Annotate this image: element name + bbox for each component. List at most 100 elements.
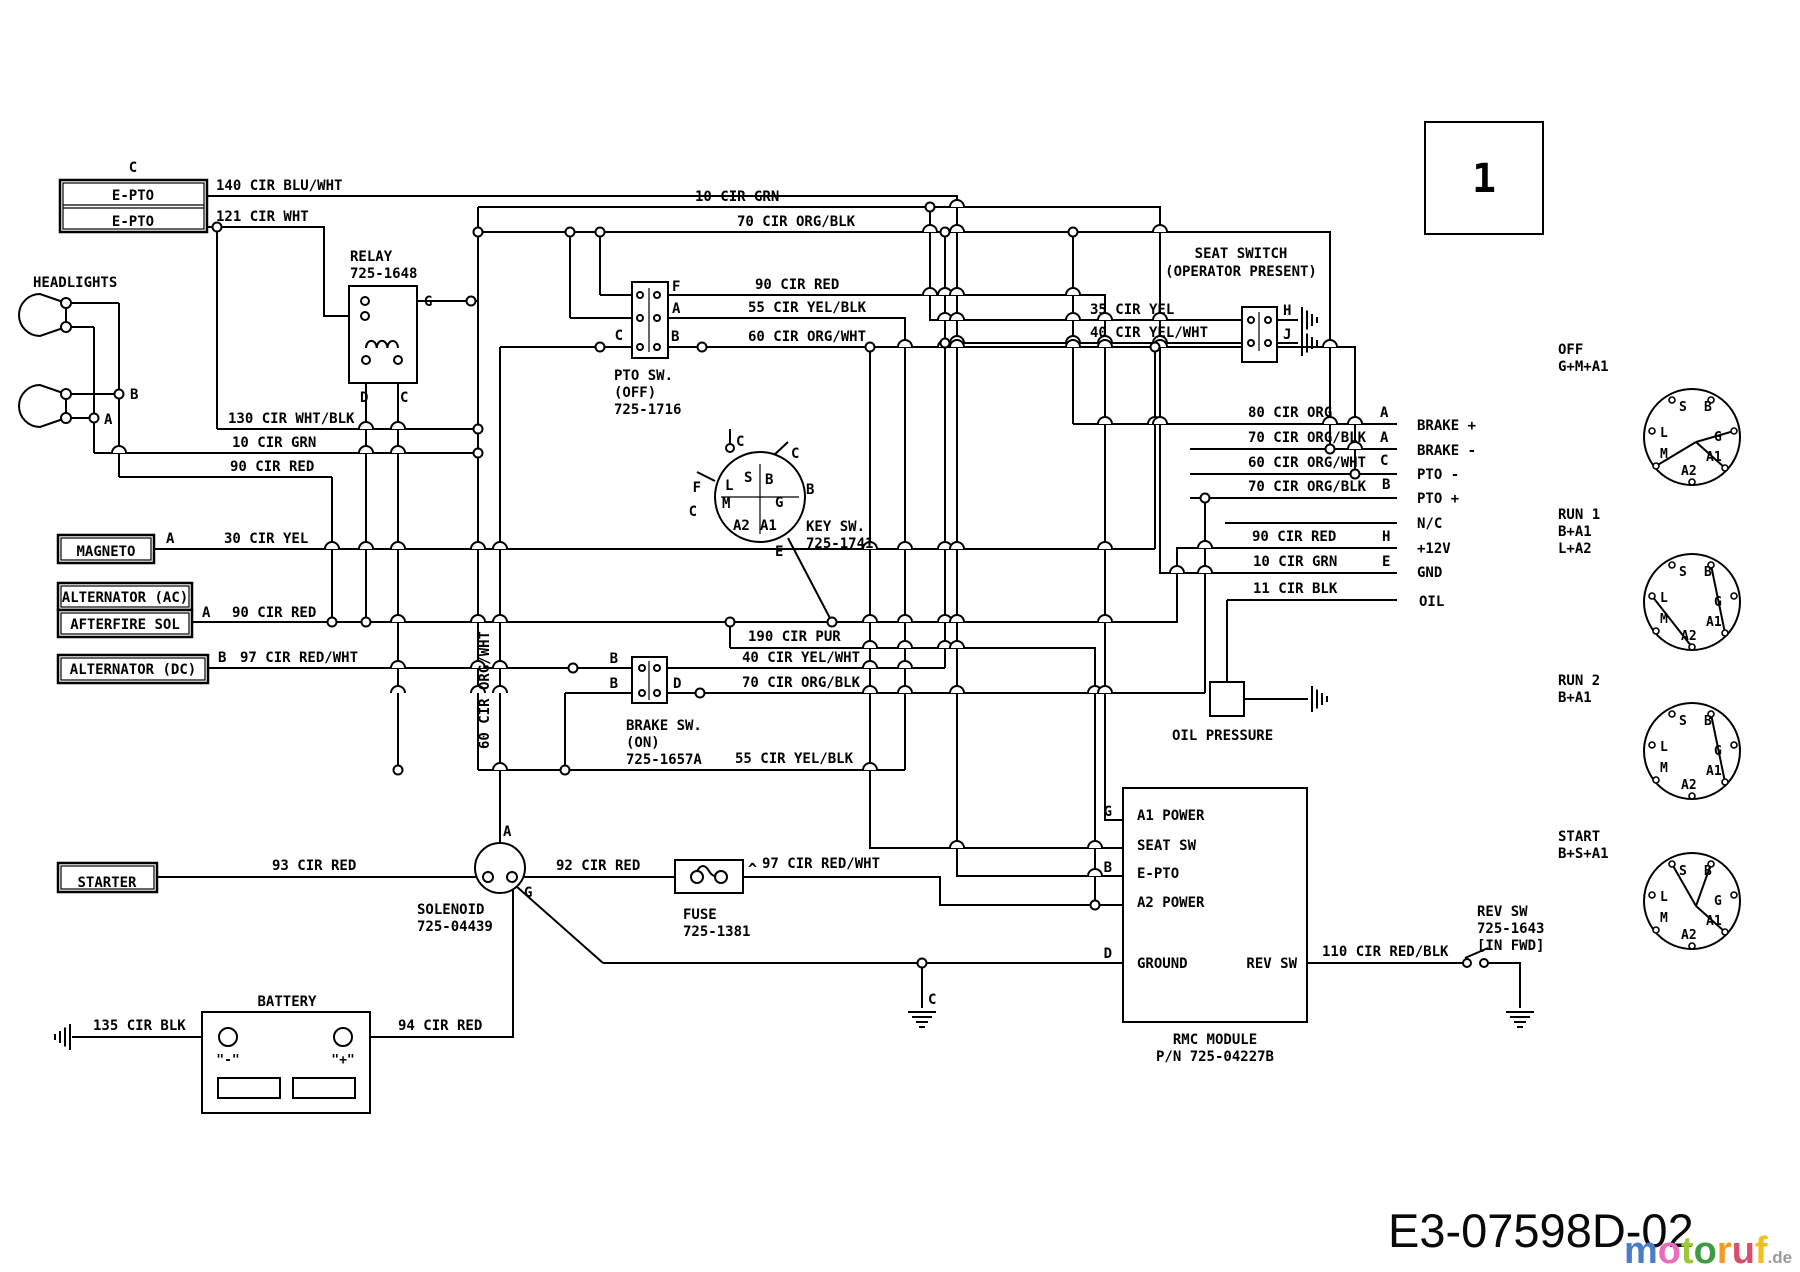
hop-arc (1065, 312, 1081, 321)
terminal (60, 321, 72, 333)
key-terminal-dot (1668, 710, 1676, 718)
junction (916, 957, 928, 969)
hop-arc (1097, 614, 1113, 623)
hop-arc (1347, 416, 1363, 425)
label: B (1104, 860, 1112, 876)
label: 725-1643 (1477, 921, 1544, 937)
hop-arc (1087, 840, 1103, 849)
junction (211, 221, 223, 233)
label: J (1283, 327, 1291, 343)
label: A (503, 824, 512, 840)
label: 55 CIR YEL/BLK (748, 300, 867, 316)
label: "-" (216, 1053, 239, 1068)
key-position-link (1695, 430, 1735, 443)
label: C (791, 446, 799, 462)
hop-arc (1197, 540, 1213, 549)
terminal (60, 297, 72, 309)
hop-arc (1169, 565, 1185, 574)
key-terminal-dot (1668, 396, 1676, 404)
wire (660, 294, 1123, 821)
label: 97 CIR RED/WHT (240, 650, 358, 666)
label: 55 CIR YEL/BLK (735, 751, 854, 767)
terminal (60, 412, 72, 424)
hop-arc (862, 614, 878, 623)
hop-arc (949, 541, 965, 550)
key-terminal-dot (1652, 462, 1660, 470)
label: SOLENOID (417, 902, 484, 918)
junction (88, 412, 100, 424)
label: RUN 1 (1558, 507, 1600, 523)
label: RMC MODULE (1173, 1032, 1257, 1048)
hop-arc (949, 685, 965, 694)
label: B (671, 329, 679, 345)
hop-arc (390, 660, 406, 669)
epto-box-inner (62, 182, 205, 230)
label: GND (1417, 565, 1442, 581)
label: 725-1657A (626, 752, 702, 768)
label: PTO - (1417, 467, 1459, 483)
junction (1324, 443, 1336, 455)
wire (730, 647, 1096, 905)
label: E (1382, 554, 1390, 570)
key-terminal-dot (1668, 860, 1676, 868)
hop-arc (390, 685, 406, 694)
label: E-PTO (112, 214, 154, 230)
label: 80 CIR ORG (1248, 405, 1332, 421)
terminal (1247, 316, 1255, 324)
junction (1067, 226, 1079, 238)
label: 30 CIR YEL (224, 531, 308, 547)
label: L+A2 (1558, 541, 1592, 557)
key-terminal-dot (1688, 478, 1696, 486)
key-terminal-label: B (1704, 400, 1712, 415)
junction (472, 423, 484, 435)
label: KEY SW. (806, 519, 865, 535)
key-terminal-label: L (1660, 426, 1668, 441)
label: 60 CIR ORG/WHT (477, 631, 493, 749)
wire (743, 876, 1123, 906)
label: 35 CIR YEL (1090, 302, 1174, 318)
key-terminal-label: B (1704, 714, 1712, 729)
junction (939, 337, 951, 349)
hop-arc (949, 840, 965, 849)
junction (360, 616, 372, 628)
label: 11 CIR BLK (1253, 581, 1338, 597)
label: A2 (733, 518, 750, 534)
hop-arc (492, 762, 508, 771)
label: H (1382, 529, 1390, 545)
junction (326, 616, 338, 628)
hop-arc (1322, 339, 1338, 348)
label: B (130, 387, 138, 403)
label: SEAT SW (1137, 838, 1197, 854)
wire (660, 346, 1356, 474)
label: SEAT SWITCH (1195, 246, 1288, 262)
terminal (636, 343, 644, 351)
hop-arc (1152, 224, 1168, 233)
hop-arc (1322, 416, 1338, 425)
label: 10 CIR GRN (695, 189, 779, 205)
key-terminal-label: L (1660, 591, 1668, 606)
starter-box-inner (60, 865, 155, 890)
label: STARTER (77, 875, 137, 891)
wire (192, 547, 1397, 623)
label: C (1380, 453, 1388, 469)
terminal (1247, 339, 1255, 347)
label: FUSE (683, 907, 717, 923)
page-number-box (1424, 121, 1544, 235)
label: 60 CIR ORG/WHT (748, 329, 866, 345)
label: G (775, 495, 783, 511)
label: PTO + (1417, 491, 1459, 507)
label: OFF (1558, 342, 1583, 358)
label: 90 CIR RED (755, 277, 839, 293)
label: 93 CIR RED (272, 858, 356, 874)
junction (1349, 468, 1361, 480)
key-terminal-dot (1688, 792, 1696, 800)
label: C (736, 434, 744, 450)
hop-arc (1152, 416, 1168, 425)
label: ALTERNATOR (AC) (62, 590, 188, 606)
hop-arc (862, 762, 878, 771)
junction (472, 226, 484, 238)
hop-arc (111, 445, 127, 454)
junction (559, 764, 571, 776)
key-terminal-dot (1668, 561, 1676, 569)
